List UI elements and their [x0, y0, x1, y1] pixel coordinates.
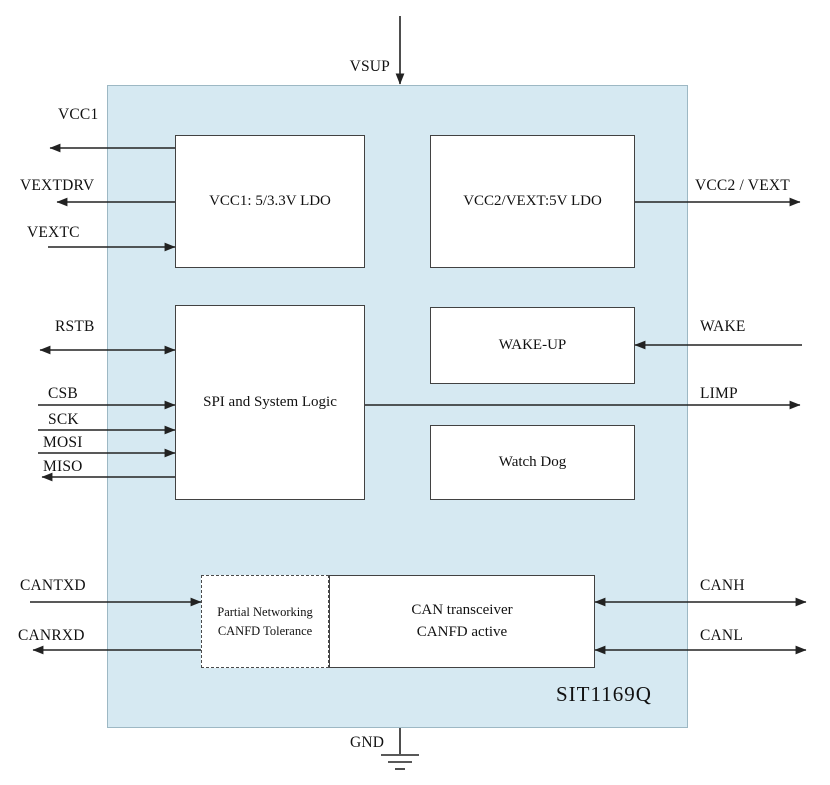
- pin-label-vextc: VEXTC: [27, 224, 80, 241]
- pin-label-canrxd: CANRXD: [18, 627, 85, 644]
- pin-label-rstb: RSTB: [55, 318, 95, 335]
- block-vcc2-vext-ldo: VCC2/VEXT:5V LDO: [430, 135, 635, 268]
- block-watch-dog-label: Watch Dog: [498, 453, 567, 470]
- chip-part-number: SIT1169Q: [556, 682, 652, 706]
- pin-label-canh: CANH: [700, 577, 745, 594]
- pin-label-sck: SCK: [48, 411, 79, 428]
- block-partial-networking-line1: Partial Networking: [217, 605, 313, 620]
- block-vcc1-ldo: VCC1: 5/3.3V LDO: [175, 135, 365, 268]
- pin-label-limp: LIMP: [700, 385, 738, 402]
- block-can-transceiver-line2: CANFD active: [416, 623, 508, 640]
- block-spi-system-logic-label: SPI and System Logic: [203, 393, 337, 410]
- block-wake-up: WAKE-UP: [430, 307, 635, 384]
- block-vcc2-vext-ldo-label: VCC2/VEXT:5V LDO: [463, 192, 602, 209]
- pin-label-gnd: GND: [350, 734, 385, 751]
- pin-label-canl: CANL: [700, 627, 743, 644]
- block-spi-system-logic: SPI and System Logic: [175, 305, 365, 500]
- block-watch-dog: Watch Dog: [430, 425, 635, 500]
- block-partial-networking-line2: CANFD Tolerance: [217, 623, 313, 638]
- pin-label-vcc2-vext: VCC2 / VEXT: [695, 177, 790, 194]
- pin-label-cantxd: CANTXD: [20, 577, 86, 594]
- block-vcc1-ldo-label: VCC1: 5/3.3V LDO: [209, 192, 331, 209]
- block-partial-networking: Partial Networking CANFD Tolerance: [201, 575, 329, 668]
- pin-label-wake: WAKE: [700, 318, 746, 335]
- block-wake-up-label: WAKE-UP: [498, 336, 567, 353]
- pin-label-csb: CSB: [48, 385, 78, 402]
- pin-label-miso: MISO: [43, 458, 83, 475]
- pin-label-vsup: VSUP: [349, 58, 390, 75]
- pin-label-vextdrv: VEXTDRV: [20, 177, 95, 194]
- pin-label-vcc1: VCC1: [58, 106, 99, 123]
- block-can-transceiver: CAN transceiver CANFD active: [329, 575, 595, 668]
- pin-label-mosi: MOSI: [43, 434, 83, 451]
- block-can-transceiver-line1: CAN transceiver: [411, 601, 513, 618]
